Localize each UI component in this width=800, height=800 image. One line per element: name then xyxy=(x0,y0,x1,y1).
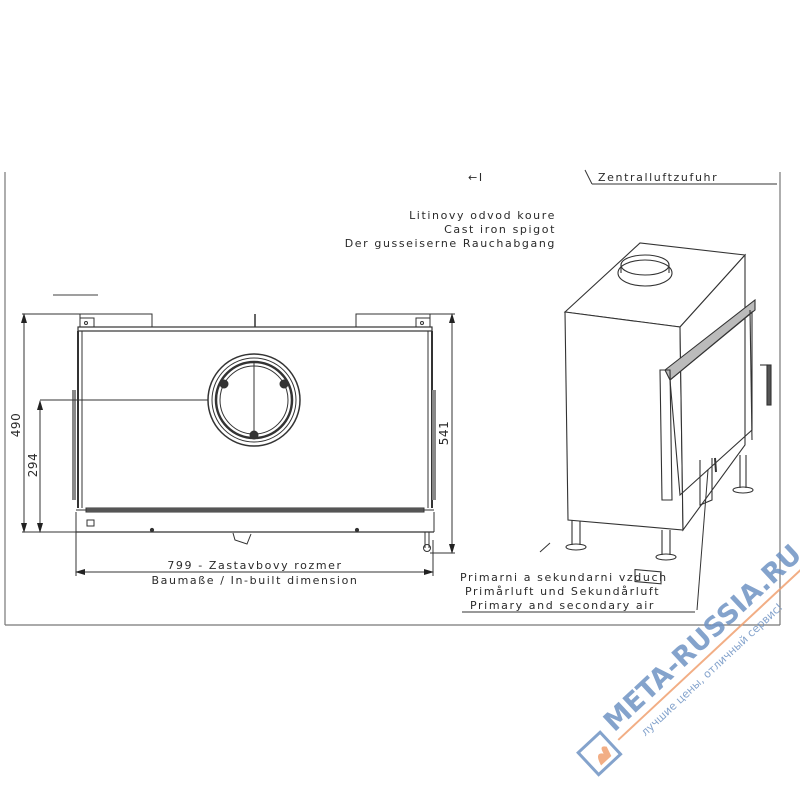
dimension-label-541: 541 xyxy=(437,421,451,445)
dimension-label-490: 490 xyxy=(9,413,23,437)
watermark-brand: META-RUSSIA.RU xyxy=(598,539,800,738)
spigot-label-de: Der gusseiserne Rauchabgang xyxy=(345,237,556,250)
dimension-799 xyxy=(75,532,434,576)
flue-spigot xyxy=(40,353,301,447)
dimension-541 xyxy=(356,313,455,554)
dimension-label-294: 294 xyxy=(26,453,40,477)
spigot-label-en: Cast iron spigot xyxy=(444,223,556,236)
central-air-label: Zentralluftzufuhr xyxy=(598,171,718,184)
air-leader xyxy=(462,469,709,613)
air-label-cz: Primarni a sekundarni vzduch xyxy=(460,571,668,584)
isometric-view xyxy=(563,242,772,585)
drawing-frame xyxy=(4,172,781,626)
dimension-490 xyxy=(21,313,152,533)
arrow-marker: ←I xyxy=(468,171,484,184)
air-label-en: Primary and secondary air xyxy=(470,599,655,612)
air-label-de: Primårluft und Sekundårluft xyxy=(465,585,660,598)
width-label-de-en: Baumaße / In-built dimension xyxy=(152,574,359,587)
central-air-leader xyxy=(584,169,777,185)
front-view xyxy=(72,313,436,552)
spigot-label-cz: Litinovy odvod koure xyxy=(409,209,556,222)
watermark-logo-icon xyxy=(576,730,623,777)
width-label-cz: 799 - Zastavbovy rozmer xyxy=(167,559,342,572)
